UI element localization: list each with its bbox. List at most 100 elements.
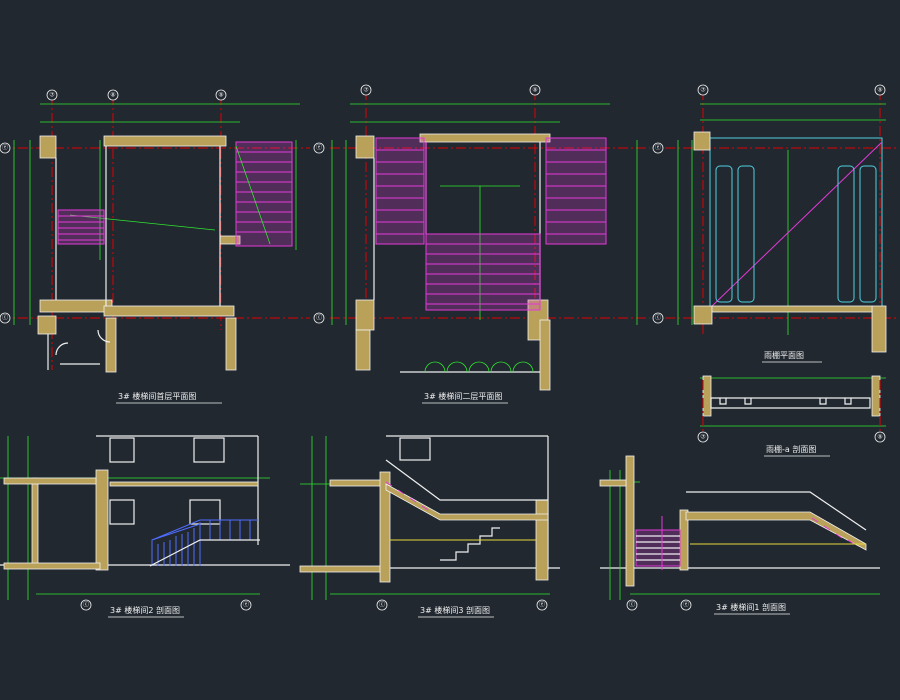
- handrail: [686, 491, 867, 531]
- svg-text:ⓔ: ⓔ: [655, 144, 661, 152]
- stair-lower-flight: [440, 527, 500, 561]
- axis-bubble: ⓔ: [240, 599, 252, 611]
- handrail: [385, 459, 548, 501]
- wall-segment: [419, 133, 551, 143]
- wall-column: [379, 471, 391, 583]
- axis-bubble: ⑦: [697, 431, 709, 443]
- svg-text:ⓔ: ⓔ: [243, 601, 249, 609]
- section-stair-1: ⓒ ⓔ 3# 楼梯间1 剖面图: [599, 455, 880, 615]
- section-canopy: ⑦ ⑨ 雨棚-a 剖面图: [697, 375, 886, 457]
- drawing-title: 3# 楼梯间首层平面图: [118, 391, 196, 401]
- canopy-rib: [859, 165, 877, 303]
- axis-bubble: ⓔ: [652, 142, 664, 154]
- stair-treads: [546, 149, 606, 235]
- wall-column: [31, 477, 39, 569]
- axis-bubble: ⑨: [215, 89, 227, 101]
- window: [189, 499, 221, 525]
- stair-slab: [685, 511, 867, 551]
- window: [399, 437, 431, 461]
- wall-column: [95, 469, 109, 571]
- axis-bubble: ⓔ: [536, 599, 548, 611]
- svg-text:⑨: ⑨: [532, 87, 537, 94]
- svg-text:ⓔ: ⓔ: [2, 144, 8, 152]
- floor-slab: [3, 562, 101, 570]
- axis-bubble: ⓔ: [680, 599, 692, 611]
- wall-segment: [355, 329, 371, 371]
- floor-slab: [3, 477, 97, 485]
- stair-treads: [376, 149, 424, 235]
- svg-text:ⓒ: ⓒ: [655, 314, 661, 322]
- wall-column: [871, 375, 881, 417]
- canopy-rib: [715, 165, 733, 303]
- drawing-title: 雨棚平面图: [764, 350, 804, 360]
- svg-text:ⓔ: ⓔ: [683, 601, 689, 609]
- stair-treads: [636, 535, 680, 561]
- svg-text:⑦: ⑦: [363, 87, 369, 94]
- svg-text:⑦: ⑦: [49, 92, 55, 99]
- drawing-title: 3# 楼梯间3 剖面图: [420, 605, 490, 615]
- drawing-title: 雨棚-a 剖面图: [766, 444, 816, 454]
- stair-treads: [426, 243, 540, 305]
- stair-flight: [545, 137, 607, 245]
- floor-slab: [299, 565, 385, 573]
- wall-segment: [105, 317, 117, 373]
- stair-landing: [425, 233, 541, 311]
- axis-bubble: ⓒ: [626, 599, 638, 611]
- wall-column: [871, 305, 887, 353]
- window: [109, 499, 135, 525]
- axis-bubble: ⓒ: [0, 312, 11, 324]
- plan-second-floor: ⑦ ⑨ ⓔ ⓒ 3# 楼梯间二层平面图: [313, 84, 650, 404]
- stair-nosing: [385, 481, 429, 511]
- wall-column: [535, 499, 549, 581]
- svg-text:⑧: ⑧: [110, 92, 115, 99]
- wall-column: [39, 135, 57, 159]
- axis-bubble: ⑦: [46, 89, 58, 101]
- svg-text:ⓒ: ⓒ: [379, 601, 385, 609]
- stair-railing: [151, 519, 258, 566]
- wall-segment: [225, 317, 237, 371]
- stair-slab: [385, 483, 549, 521]
- window: [193, 437, 225, 463]
- door-swing: [55, 342, 69, 356]
- drawing-title: 3# 楼梯间2 剖面图: [110, 605, 180, 615]
- axis-bubble: ⑨: [874, 431, 886, 443]
- wall-segment: [39, 299, 113, 313]
- stair-arrow: [235, 145, 271, 245]
- wall-column: [693, 305, 713, 325]
- beam: [109, 481, 259, 487]
- canopy-rib: [737, 165, 755, 303]
- axis-bubble: ⑨: [874, 84, 886, 96]
- stair-nosing: [811, 517, 855, 545]
- wall-segment: [711, 305, 873, 313]
- dimension-line: [69, 214, 216, 231]
- wall-column: [355, 299, 375, 331]
- axis-bubble: ⓒ: [313, 312, 325, 324]
- svg-text:⑨: ⑨: [877, 87, 882, 94]
- wall-column: [702, 375, 712, 417]
- axis-bubble: ⓔ: [0, 142, 11, 154]
- drawing-title: 3# 楼梯间二层平面图: [424, 391, 502, 401]
- svg-text:ⓒ: ⓒ: [2, 314, 8, 322]
- axis-bubble: ⓔ: [313, 142, 325, 154]
- canopy-rib: [837, 165, 855, 303]
- svg-text:⑦: ⑦: [700, 434, 706, 441]
- section-stair-3: ⓒ ⓔ 3# 楼梯间3 剖面图: [299, 435, 560, 618]
- axis-bubble: ⑦: [360, 84, 372, 96]
- wall-column: [625, 455, 635, 587]
- floor-slab: [329, 479, 385, 487]
- svg-text:⑨: ⑨: [218, 92, 223, 99]
- wall-column: [37, 315, 57, 335]
- floor-slab: [599, 479, 627, 487]
- axis-bubble: ⓒ: [80, 599, 92, 611]
- stair-flight: [235, 141, 293, 247]
- window: [109, 437, 135, 463]
- svg-text:ⓒ: ⓒ: [629, 601, 635, 609]
- svg-text:ⓔ: ⓔ: [316, 144, 322, 152]
- wall-segment: [103, 305, 235, 317]
- axis-bubble: ⑦: [697, 84, 709, 96]
- svg-text:⑨: ⑨: [877, 434, 882, 441]
- wall-column: [355, 135, 375, 159]
- stair-flight: [375, 137, 425, 245]
- plan-canopy: ⑦ ⑨ ⓔ ⓒ 雨棚平面图: [652, 84, 898, 363]
